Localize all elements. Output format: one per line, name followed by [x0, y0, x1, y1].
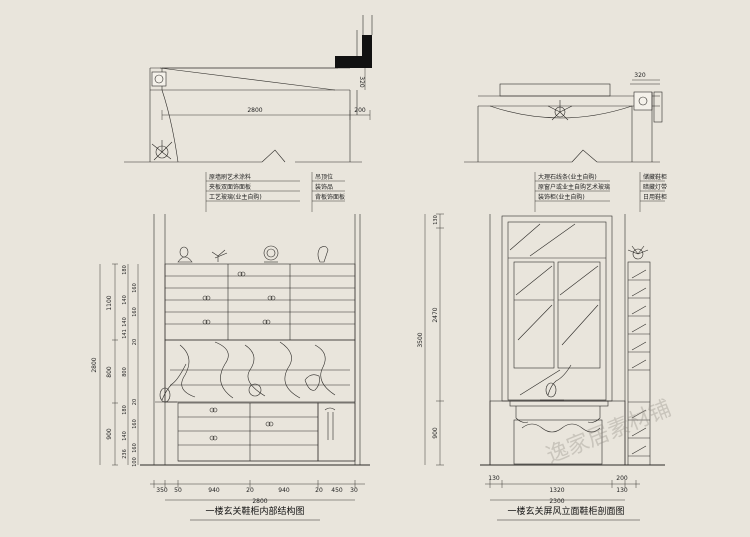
dim-text: 1320 [549, 487, 564, 494]
plant-icon [151, 140, 173, 161]
dim-text: 160 [132, 443, 138, 453]
dim-text: 3500 [417, 332, 424, 347]
dim-text: 180 [122, 405, 128, 415]
note-text: 装饰品 [315, 183, 333, 191]
dim-text: 180 [122, 265, 128, 275]
note-text: 储藏鞋柜 [643, 173, 667, 181]
dim-text: 2800 [247, 107, 262, 114]
dim-text: 20 [132, 339, 138, 345]
bird-sculpture-icon [540, 364, 572, 401]
note-text: 大理石线条(业主自购) [538, 173, 597, 181]
dim-text: 200 [616, 475, 628, 482]
dim-text: 450 [331, 487, 343, 494]
bird-sculpture-icon [155, 363, 187, 403]
note-text: 吊顶位 [315, 173, 333, 181]
dim-text: 130 [488, 475, 500, 482]
dim-text: 900 [432, 427, 439, 439]
note-text: 日用鞋柜 [643, 193, 667, 201]
note-text: 背板饰面板 [315, 193, 345, 201]
dim-text: 350 [156, 487, 168, 494]
dim-text: 800 [122, 367, 128, 377]
dim-text: 130 [433, 215, 439, 225]
dim-text: 160 [132, 419, 138, 429]
dim-text: 2470 [432, 307, 439, 322]
left-notes: 原墙刷艺术涂料 夹板双面饰面板 工艺玻璃(业主自购) 吊顶位 装饰品 背板饰面板 [205, 172, 345, 212]
dim-text: 900 [106, 428, 113, 440]
dim-text: 20 [246, 487, 254, 494]
dim-text: 100 [132, 457, 138, 467]
watermark-text: 逸家居素材铺 [543, 396, 675, 469]
right-notes: 大理石线条(业主自购) 原窗户或业主自购艺术玻璃 装饰柜(业主自购) 储藏鞋柜 … [534, 172, 667, 212]
dim-text: 140 [122, 431, 128, 441]
dim-text: 50 [174, 487, 182, 494]
dim-text: 140 [122, 295, 128, 305]
dim-text: 200 [354, 107, 366, 114]
dim-text: 130 [616, 487, 628, 494]
note-text: 装饰柜(业主自购) [538, 193, 585, 201]
dim-text: 940 [208, 487, 220, 494]
right-plan-view: 320 [464, 72, 663, 163]
dim-text: 1100 [106, 295, 113, 310]
dim-text: 2300 [549, 498, 564, 505]
dim-text: 236 [122, 449, 128, 459]
dim-text: 140 [122, 317, 128, 327]
dim-text: 141 [122, 329, 128, 339]
dim-text: 20 [315, 487, 323, 494]
left-elevation: 1100 800 900 2800 180 160 140 160 140 14… [91, 214, 370, 521]
dim-text: 940 [278, 487, 290, 494]
dim-text: 800 [106, 366, 113, 378]
note-text: 夹板双面饰面板 [209, 183, 251, 191]
dim-text: 160 [132, 307, 138, 317]
right-caption: 一楼玄关屏风立面鞋柜剖面图 [507, 505, 624, 517]
left-caption: 一楼玄关鞋柜内部结构图 [205, 505, 304, 517]
plant-icon [627, 245, 649, 260]
decor-items [177, 245, 329, 263]
right-elevation: 130 2470 3500 900 130 1320 200 130 2300 … [417, 213, 665, 521]
note-text: 工艺玻璃(业主自购) [209, 193, 262, 201]
dim-text: 320 [358, 76, 365, 88]
dim-text: 160 [132, 283, 138, 293]
note-text: 原墙刷艺术涂料 [209, 173, 251, 181]
dim-text: 320 [634, 72, 646, 79]
dim-text: 2800 [252, 498, 267, 505]
note-text: 暗藏灯带 [643, 183, 667, 191]
plant-icon [547, 100, 573, 121]
left-plan-view: 2800 200 320 [124, 15, 373, 163]
dim-text: 20 [132, 399, 138, 405]
note-text: 原窗户或业主自购艺术玻璃 [538, 183, 610, 191]
dim-text: 2800 [91, 357, 98, 372]
dim-text: 30 [350, 487, 358, 494]
